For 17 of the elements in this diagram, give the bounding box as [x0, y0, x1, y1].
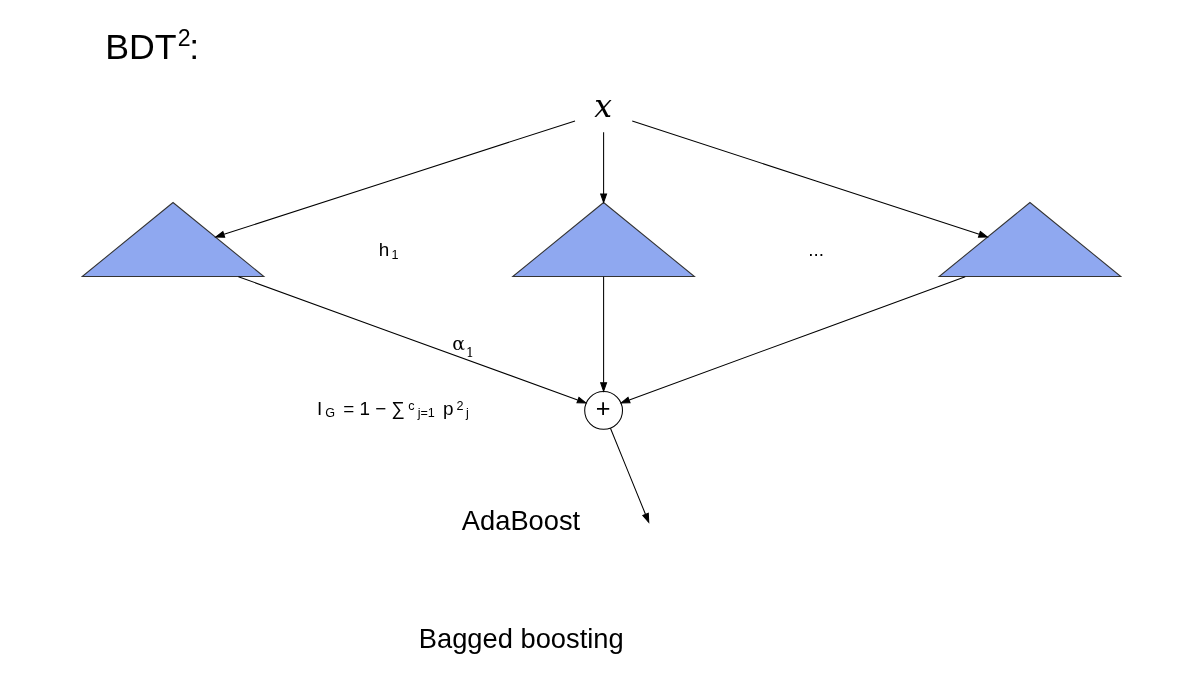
- diagram-title: BDT$^{2}$:: [105, 25, 200, 68]
- arrow: [619, 276, 966, 404]
- label: AdaBoost: [461, 505, 581, 537]
- node-tree: [511, 201, 696, 278]
- arrow: [599, 276, 608, 393]
- arrow: [631, 120, 989, 238]
- arrow: [599, 131, 608, 205]
- node-text: x: [594, 88, 612, 125]
- edge-label: α$_{1}$: [452, 331, 475, 361]
- node-tree: [80, 201, 266, 278]
- arrow: [214, 120, 576, 238]
- arrow: [237, 276, 588, 404]
- label: ...: [808, 239, 825, 261]
- arrow: [609, 427, 650, 524]
- node-tree: [937, 201, 1123, 278]
- node-circle: +: [584, 391, 624, 430]
- label: Bagged boosting: [418, 623, 624, 655]
